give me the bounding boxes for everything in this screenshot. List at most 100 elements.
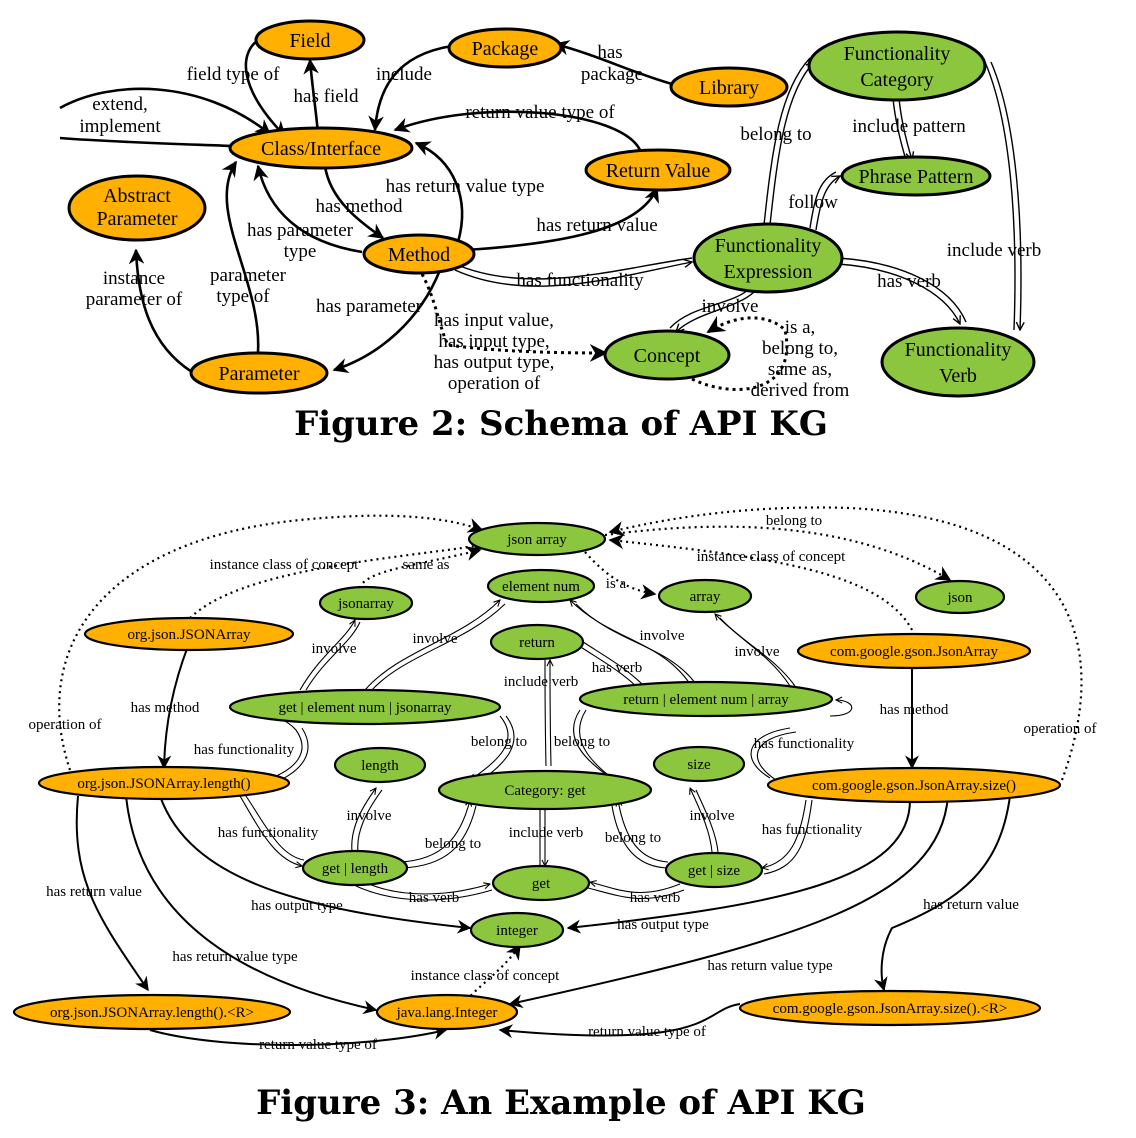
label-has-input-value-4: operation of xyxy=(448,373,541,394)
label3-has-verb-r: has verb xyxy=(630,890,680,906)
label3-has-return-value-left: has return value xyxy=(46,884,142,900)
svg-text:return: return xyxy=(519,635,555,651)
svg-text:com.google.gson.JsonArray: com.google.gson.JsonArray xyxy=(830,644,998,660)
fig3-edges xyxy=(58,506,1083,1046)
label3-operation-of-left: operation of xyxy=(29,717,102,733)
edge3-has-return-value-type-left xyxy=(125,795,378,1015)
edge-has-method xyxy=(323,165,385,240)
node3-category-get: Category: get xyxy=(437,769,653,811)
edge-has-functionality-b xyxy=(454,262,692,287)
edge-belong-to-b xyxy=(769,62,814,226)
svg-text:Parameter: Parameter xyxy=(96,208,177,230)
edge3-has-functionality-r1c xyxy=(829,700,853,717)
edge-has-verb-a xyxy=(837,257,967,323)
node-field: Field xyxy=(254,19,366,61)
node3-com-size: com.google.gson.JsonArray.size() xyxy=(766,766,1062,804)
edge-has-parameter-type xyxy=(253,164,363,254)
svg-text:integer: integer xyxy=(496,923,538,939)
node3-get-element-num-jsonarray: get | element num | jsonarray xyxy=(228,688,502,726)
node3-com-google-gson-jsonarray: com.google.gson.JsonArray xyxy=(796,632,1032,670)
edge3-instance-class-left xyxy=(189,539,486,619)
edge3-include-verb-top xyxy=(544,659,547,767)
label3-involve-r2: involve xyxy=(735,644,780,660)
label3-has-functionality-r1: has functionality xyxy=(754,736,855,752)
edge3-has-output-type-right xyxy=(566,799,911,934)
label3-belong-to-l2: belong to xyxy=(425,836,481,852)
edge3-has-functionality-r2 xyxy=(762,799,807,868)
edge3-involve-r2 xyxy=(715,614,791,687)
edge-return-value-type-of xyxy=(393,110,642,151)
edge3-belong-to-l xyxy=(470,715,509,780)
node3-get-length: get | length xyxy=(301,849,409,887)
svg-text:length: length xyxy=(361,758,399,774)
label3-has-method-left: has method xyxy=(131,700,200,716)
edge3-has-return-value-type-right xyxy=(508,795,949,1009)
edge3-has-functionality-r2b xyxy=(763,799,813,875)
svg-text:size: size xyxy=(687,757,711,773)
node-class-interface: Class/Interface xyxy=(228,126,414,170)
fig2-edge-labels: field type of has field include has pack… xyxy=(79,42,1041,401)
node-concept: Concept xyxy=(603,329,731,381)
node3-org-length-r: org.json.JSONArray.length().<R> xyxy=(12,993,292,1031)
label-involve: involve xyxy=(702,296,759,317)
label3-has-functionality-r2: has functionality xyxy=(762,822,863,838)
svg-text:Field: Field xyxy=(289,30,330,52)
svg-text:Concept: Concept xyxy=(634,345,701,367)
label-include: include xyxy=(376,64,432,85)
edge-has-parameter xyxy=(332,269,442,374)
label-return-value-type-of: return value type of xyxy=(465,102,615,123)
node-library: Library xyxy=(669,66,789,108)
edge3-instance-class-right xyxy=(608,533,913,631)
label3-instance-class-right: instance class of concept xyxy=(697,549,847,565)
label-has-input-value-2: has input type, xyxy=(438,331,549,352)
edge3-has-method-left xyxy=(157,645,189,770)
label-has-input-value-1: has input value, xyxy=(434,310,554,331)
label3-instance-class-left: instance class of concept xyxy=(210,557,360,573)
node3-json-array: json array xyxy=(467,521,607,557)
edge3-involve-length xyxy=(351,788,376,853)
svg-text:Category: get: Category: get xyxy=(504,783,586,799)
label-instance-parameter-of-1: instance xyxy=(103,268,165,289)
node-package: Package xyxy=(447,27,563,69)
node3-size: size xyxy=(652,745,746,783)
svg-text:Library: Library xyxy=(699,77,759,99)
edge3-involve-l1 xyxy=(299,620,355,691)
label-has-return-value: has return value xyxy=(536,215,657,236)
svg-text:Verb: Verb xyxy=(939,365,977,387)
edge3-belong-to-l2b xyxy=(401,805,477,869)
edge3-has-functionality-r1 xyxy=(750,727,791,779)
label3-include-verb-mid: include verb xyxy=(509,825,584,841)
label3-is-a: is a xyxy=(606,576,627,592)
label-has-functionality: has functionality xyxy=(516,270,644,291)
edge3-has-return-value-right xyxy=(873,795,1011,992)
edge3-has-verb-l xyxy=(359,879,490,895)
edge-extend-a xyxy=(59,87,272,136)
node3-jsonarray: jsonarray xyxy=(318,585,414,621)
edge3-has-output-type-left xyxy=(159,795,472,934)
svg-text:json array: json array xyxy=(506,532,567,548)
svg-text:Parameter: Parameter xyxy=(218,363,299,385)
svg-text:Functionality: Functionality xyxy=(715,235,822,257)
node-functionality-category: Functionality Category xyxy=(807,30,987,102)
svg-text:Functionality: Functionality xyxy=(844,43,951,65)
label3-return-value-type-of-left: return value type of xyxy=(259,1037,377,1053)
node-parameter: Parameter xyxy=(189,351,329,395)
svg-text:Abstract: Abstract xyxy=(103,185,171,207)
label-belong-to: belong to xyxy=(740,124,811,145)
fig2-edges xyxy=(59,38,1021,391)
svg-text:Return Value: Return Value xyxy=(606,160,711,182)
edge3-involve-r1b xyxy=(575,603,697,685)
fig2-caption: Figure 2: Schema of API KG xyxy=(294,404,828,444)
node-functionality-expression: Functionality Expression xyxy=(692,222,844,294)
label-concept-rel-2: belong to, xyxy=(762,338,838,359)
edge-involve-a xyxy=(669,289,749,329)
svg-text:get | size: get | size xyxy=(688,863,740,879)
svg-text:Functionality: Functionality xyxy=(905,339,1012,361)
label3-belong-to-l: belong to xyxy=(471,734,527,750)
edge-involve-b xyxy=(676,291,755,332)
node3-length: length xyxy=(333,746,427,784)
edge3-involve-r2b xyxy=(719,617,796,687)
label-include-verb: include verb xyxy=(947,240,1041,261)
node3-org-json-jsonarray: org.json.JSONArray xyxy=(83,616,295,652)
label3-belong-to-r2: belong to xyxy=(605,830,661,846)
